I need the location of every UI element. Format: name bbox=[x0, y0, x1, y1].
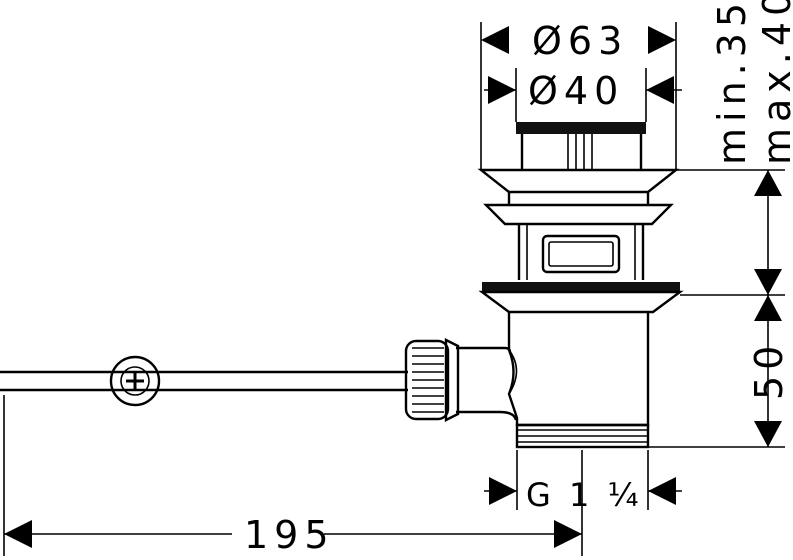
side-connector bbox=[404, 338, 518, 422]
pull-rod bbox=[0, 355, 408, 407]
dim-thread: G 1 ¼ bbox=[484, 450, 682, 514]
drain-valve-body bbox=[0, 122, 684, 449]
dim-height: 50 bbox=[648, 295, 791, 448]
max-thickness-label: max.40 bbox=[755, 0, 793, 165]
outer-diameter-label: Ø63 bbox=[532, 19, 628, 63]
lower-body bbox=[507, 312, 650, 427]
waist-body bbox=[517, 224, 645, 280]
dim-inner-diameter: Ø40 bbox=[484, 68, 682, 122]
height-label: 50 bbox=[747, 340, 791, 400]
dim-sink-thickness: min.35 max.40 bbox=[676, 0, 793, 296]
dim-length: 195 bbox=[3, 395, 583, 557]
plug-cap bbox=[516, 122, 646, 134]
thread-section bbox=[515, 423, 650, 449]
upper-flange bbox=[477, 168, 680, 194]
plug-stem bbox=[520, 134, 643, 170]
rod-clamp bbox=[109, 355, 161, 407]
min-thickness-label: min.35 bbox=[710, 0, 754, 165]
length-label: 195 bbox=[244, 513, 335, 557]
window-slot bbox=[541, 234, 621, 274]
thread-label: G 1 ¼ bbox=[526, 476, 643, 514]
middle-flange bbox=[483, 203, 674, 226]
inner-diameter-label: Ø40 bbox=[528, 69, 624, 113]
sink-flange bbox=[482, 282, 680, 292]
dim-outer-diameter: Ø63 bbox=[480, 19, 677, 170]
